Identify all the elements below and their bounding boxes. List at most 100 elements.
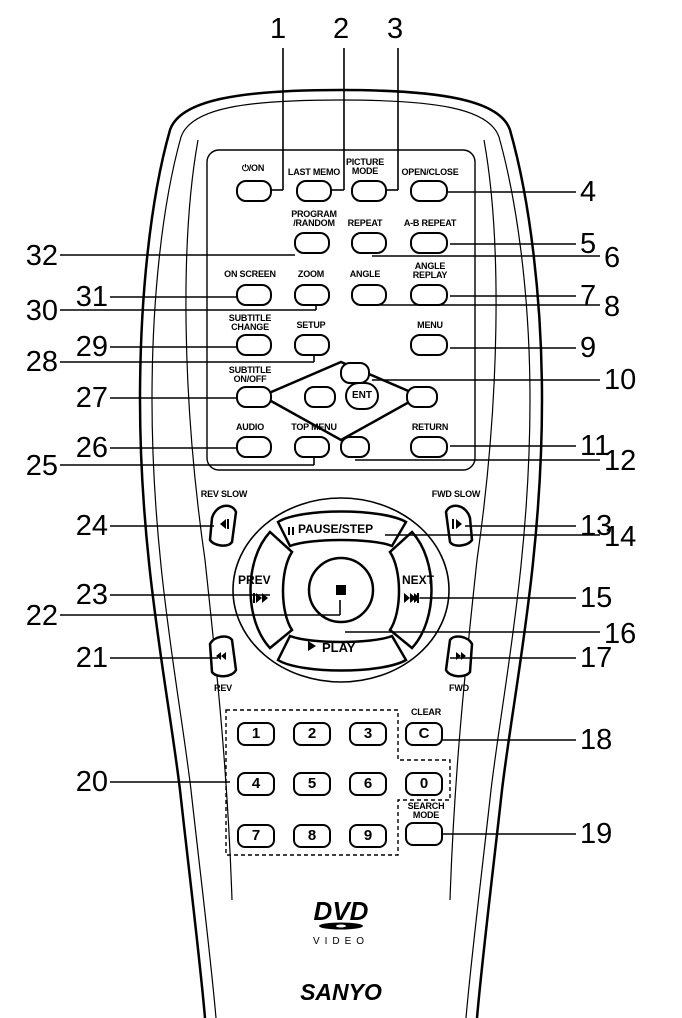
callout-18: 18: [580, 724, 613, 756]
clear-button[interactable]: C: [405, 722, 443, 746]
setup-label: SETUP: [296, 320, 326, 330]
menu-button[interactable]: [410, 334, 448, 356]
open-close-button[interactable]: [410, 180, 448, 202]
callout-17: 17: [580, 642, 613, 674]
picture-mode-label-2: MODE: [351, 166, 379, 176]
callout-12: 12: [604, 445, 637, 477]
setup-button[interactable]: [294, 334, 330, 356]
clear-label: CLEAR: [411, 707, 441, 717]
up-arrow-button[interactable]: [340, 362, 370, 384]
on-screen-label: ON SCREEN: [224, 269, 276, 279]
ab-repeat-label: A-B REPEAT: [403, 218, 457, 228]
callout-1: 1: [270, 13, 287, 45]
last-memo-button[interactable]: [296, 180, 332, 202]
fwd-slow-label: FWD SLOW: [431, 489, 481, 499]
subtitle-change-label-1: SUBTITLE: [228, 313, 272, 323]
enter-button[interactable]: ENT: [345, 382, 379, 410]
digit-5-button[interactable]: 5: [293, 772, 331, 796]
digit-9-button[interactable]: 9: [349, 824, 387, 848]
digit-8-button[interactable]: 8: [293, 824, 331, 848]
digit-0-button[interactable]: 0: [405, 772, 443, 796]
ab-repeat-button[interactable]: [410, 232, 448, 254]
callout-22: 22: [25, 600, 58, 632]
down-arrow-button[interactable]: [340, 436, 370, 458]
picture-mode-button[interactable]: [351, 180, 387, 202]
top-menu-label: TOP MENU: [291, 422, 337, 432]
return-label: RETURN: [411, 422, 449, 432]
repeat-label: REPEAT: [347, 218, 383, 228]
rev-slow-button[interactable]: [210, 504, 236, 548]
callout-13: 13: [580, 510, 613, 542]
callout-3: 3: [387, 13, 404, 45]
program-random-button[interactable]: [294, 232, 330, 254]
left-arrow-button[interactable]: [304, 386, 336, 408]
callout-23: 23: [75, 579, 108, 611]
pause-step-label: PAUSE/STEP: [298, 522, 374, 536]
menu-label: MENU: [417, 320, 443, 330]
callout-4: 4: [580, 176, 597, 208]
subtitle-onoff-label-2: ON/OFF: [233, 374, 267, 384]
callout-26: 26: [75, 432, 108, 464]
last-memo-label: LAST MEMO: [287, 167, 341, 177]
power-label: ⏻/ON: [241, 163, 265, 173]
callout-8: 8: [604, 291, 621, 323]
angle-replay-label-2: REPLAY: [412, 270, 448, 280]
next-button[interactable]: [396, 550, 436, 630]
top-menu-button[interactable]: [294, 436, 330, 458]
subtitle-onoff-label-1: SUBTITLE: [228, 365, 272, 375]
audio-button[interactable]: [236, 436, 272, 458]
prev-button[interactable]: [246, 550, 286, 630]
angle-replay-button[interactable]: [410, 284, 448, 306]
play-label: PLAY: [322, 640, 356, 655]
angle-replay-label-1: ANGLE: [414, 261, 446, 271]
subtitle-onoff-button[interactable]: [236, 386, 272, 408]
subtitle-change-label-2: CHANGE: [231, 322, 269, 332]
callout-5: 5: [580, 228, 597, 260]
callout-2: 2: [333, 13, 350, 45]
open-close-label: OPEN/CLOSE: [401, 167, 459, 177]
callout-16: 16: [604, 618, 637, 650]
angle-button[interactable]: [351, 284, 387, 306]
pause-step-button[interactable]: [280, 512, 404, 542]
fwd-button[interactable]: [446, 636, 472, 678]
callout-19: 19: [580, 818, 613, 850]
repeat-button[interactable]: [351, 232, 387, 254]
digit-1-button[interactable]: 1: [237, 722, 275, 746]
zoom-label: ZOOM: [297, 269, 325, 279]
program-label-1: PROGRAM: [291, 209, 337, 219]
callout-9: 9: [580, 332, 597, 364]
rev-button[interactable]: [210, 636, 236, 678]
callout-11: 11: [580, 430, 611, 462]
rev-slow-label: REV SLOW: [200, 489, 248, 499]
on-screen-button[interactable]: [236, 284, 272, 306]
search-mode-button[interactable]: [405, 822, 443, 846]
play-button[interactable]: [280, 640, 404, 670]
digit-4-button[interactable]: 4: [237, 772, 275, 796]
callout-32: 32: [25, 240, 58, 272]
return-button[interactable]: [410, 436, 448, 458]
callout-6: 6: [604, 242, 621, 274]
callout-14: 14: [604, 521, 637, 553]
stop-button[interactable]: [310, 560, 372, 622]
picture-mode-label-1: PICTURE: [345, 157, 385, 167]
callout-30: 30: [25, 295, 58, 327]
fwd-slow-button[interactable]: [446, 504, 472, 548]
brand-logo: SANYO: [300, 979, 382, 1005]
digit-6-button[interactable]: 6: [349, 772, 387, 796]
power-button[interactable]: [236, 180, 272, 202]
digit-7-button[interactable]: 7: [237, 824, 275, 848]
callout-24: 24: [75, 510, 108, 542]
callout-25: 25: [25, 450, 58, 482]
callout-10: 10: [604, 364, 637, 396]
right-arrow-button[interactable]: [406, 386, 438, 408]
dvd-logo: DVD: [314, 896, 369, 926]
search-mode-label-2: MODE: [412, 810, 440, 820]
angle-label: ANGLE: [349, 269, 381, 279]
subtitle-change-button[interactable]: [236, 334, 272, 356]
callout-20: 20: [75, 766, 108, 798]
digit-3-button[interactable]: 3: [349, 722, 387, 746]
digit-2-button[interactable]: 2: [293, 722, 331, 746]
zoom-button[interactable]: [294, 284, 330, 306]
